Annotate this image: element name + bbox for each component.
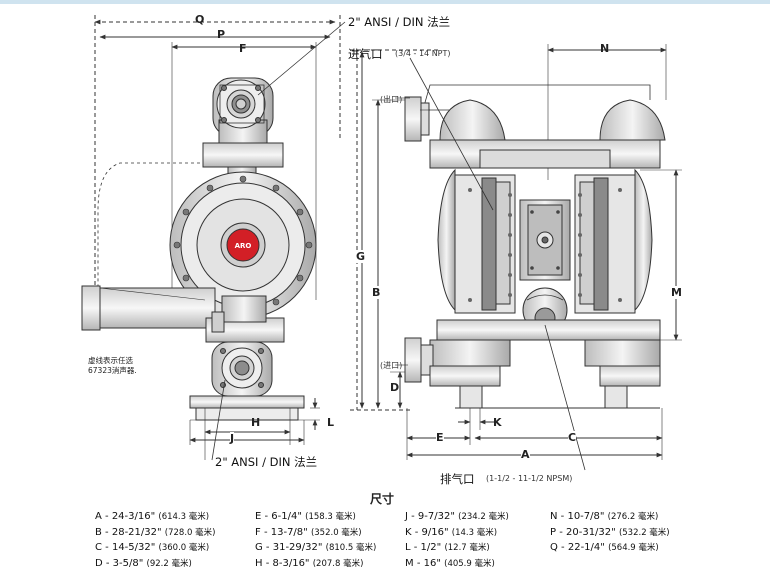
dim-row-a: A - 24-3/16" (614.3 毫米) [95,511,210,522]
logo-text: ARO [235,242,252,250]
front-view: ARO [81,15,346,461]
dim-label-m: M [671,286,682,299]
dim-column-3: J - 9-7/32" (234.2 毫米) K - 9/16" (14.3 毫… [405,510,509,572]
dim-row-g: G - 31-29/32" (810.5 毫米) [255,542,377,553]
side-view [350,44,682,471]
dim-row-b: B - 28-21/32" (728.0 毫米) [95,526,216,538]
dim-label-a: A [521,448,530,461]
dim-label-b: B [372,286,381,299]
dim-row-m: M - 16" (405.9 毫米) [405,557,495,569]
dim-label-e: E [436,431,444,444]
dim-column-2: E - 6-1/4" (158.3 毫米) F - 13-7/8" (352.0… [255,510,376,572]
dimensions-title: 尺寸 [370,492,395,506]
dim-label-l: L [327,416,335,429]
side-bolts [468,188,622,302]
dim-row-j: J - 9-7/32" (234.2 毫米) [405,511,509,522]
dim-row-c: C - 14-5/32" (360.0 毫米) [95,542,210,553]
dim-row-k: K - 9/16" (14.3 毫米) [405,526,498,538]
dim-label-k: K [493,416,502,429]
muffler-note: 虚线表示任选 67323消声器. [88,356,137,375]
flange-top-label: 2" ANSI / DIN 法兰 [348,15,451,29]
dim-label-j: J [230,432,235,445]
outlet-label: (出口) [380,95,403,104]
dim-row-l: L - 1/2" (12.7 毫米) [405,542,490,553]
dim-label-q: Q [195,13,205,26]
inlet-air-label: 进气口 [348,47,383,61]
top-accent-bar [0,0,770,4]
dim-label-p: P [217,28,226,41]
dim-label-n: N [600,42,610,55]
dim-row-e: E - 6-1/4" (158.3 毫米) [255,511,356,522]
dim-row-p: P - 20-31/32" (532.2 毫米) [550,526,670,538]
dim-row-h: H - 8-3/16" (207.8 毫米) [255,557,364,569]
inlet-air-size: (3/4 - 14 NPT) [395,49,451,58]
dimensions-table: A - 24-3/16" (614.3 毫米) B - 28-21/32" (7… [95,510,755,580]
dim-row-n: N - 10-7/8" (276.2 毫米) [550,511,659,522]
dim-label-g: G [356,250,366,263]
dim-column-1: A - 24-3/16" (614.3 毫米) B - 28-21/32" (7… [95,510,215,572]
exhaust-size: (1-1/2 - 11-1/2 NPSM) [486,474,573,483]
dim-row-d: D - 3-5/8" (92.2 毫米) [95,557,192,569]
dim-label-f: F [239,42,247,55]
dim-column-4: N - 10-7/8" (276.2 毫米) P - 20-31/32" (53… [550,510,670,557]
dim-row-q: Q - 22-1/4" (564.9 毫米) [550,542,659,553]
flange-bottom-label: 2" ANSI / DIN 法兰 [215,455,318,469]
dim-label-c: C [568,431,577,444]
dim-label-d: D [390,381,400,394]
dim-label-h: H [251,416,261,429]
dim-row-f: F - 13-7/8" (352.0 毫米) [255,526,362,538]
inlet-label: (进口) [380,361,403,370]
exhaust-label: 排气口 [440,472,475,486]
